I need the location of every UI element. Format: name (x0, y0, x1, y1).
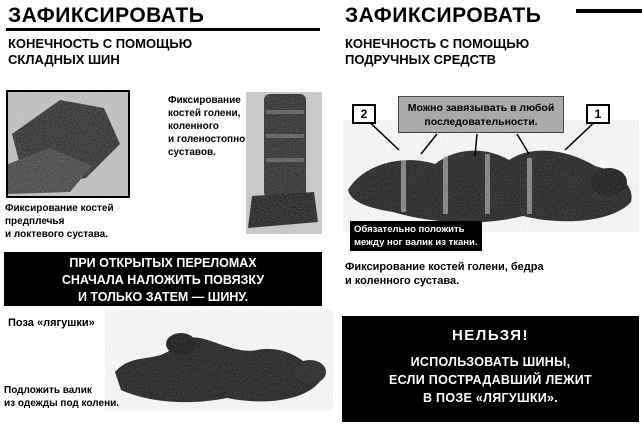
roller-caption: Подложить валик из одежды под колени. (4, 384, 119, 410)
roller-between-legs-note-line: Обязательно положить (354, 224, 465, 235)
forearm-caption: Фиксирование костей предплечья и локтево… (5, 202, 114, 241)
frog-pose-label: Поза «лягушки» (8, 317, 95, 329)
left-title-rule (6, 28, 320, 31)
shin-caption-line: суставов. (168, 147, 216, 158)
right-subtitle-line: ПОДРУЧНЫХ СРЕДСТВ (345, 52, 497, 67)
right-section-title: ЗАФИКСИРОВАТЬ (345, 4, 542, 27)
improvised-splint-caption-line: Фиксирование костей голени, бедра (345, 261, 544, 273)
right-top-rule (576, 9, 642, 13)
forbidden-title: НЕЛЬЗЯ! (451, 327, 530, 344)
right-subtitle-line: КОНЕЧНОСТЬ С ПОМОЩЬЮ (345, 36, 530, 51)
forbidden-text-line: В ПОЗЕ «ЛЯГУШКИ». (422, 391, 559, 405)
open-fracture-warning-banner: ПРИ ОТКРЫТЫХ ПЕРЕЛОМАХ СНАЧАЛА НАЛОЖИТЬ … (4, 252, 322, 306)
left-subtitle-line: СКЛАДНЫХ ШИН (8, 52, 120, 67)
shin-caption: Фиксирование костей голени, коленного и … (168, 94, 255, 159)
marker-2: 2 (352, 104, 376, 124)
tying-order-note: Можно завязывать в любой последовательно… (398, 96, 564, 133)
leg-splint-photo-art (246, 92, 322, 234)
roller-caption-line: Подложить валик (4, 385, 92, 396)
forearm-caption-line: предплечья (5, 216, 65, 227)
warning-line: ПРИ ОТКРЫТЫХ ПЕРЕЛОМАХ (69, 256, 257, 270)
forbidden-text: ИСПОЛЬЗОВАТЬ ШИНЫ, ЕСЛИ ПОСТРАДАВШИЙ ЛЕЖ… (342, 353, 639, 407)
forbidden-box: НЕЛЬЗЯ! ИСПОЛЬЗОВАТЬ ШИНЫ, ЕСЛИ ПОСТРАДА… (342, 316, 639, 422)
shin-caption-line: коленного (168, 121, 219, 132)
right-section-subtitle: КОНЕЧНОСТЬ С ПОМОЩЬЮ ПОДРУЧНЫХ СРЕДСТВ (345, 36, 529, 68)
forearm-splint-photo (6, 90, 130, 198)
forbidden-text-line: ИСПОЛЬЗОВАТЬ ШИНЫ, (410, 355, 571, 369)
tying-order-note-line: Можно завязывать в любой (407, 102, 555, 114)
frog-pose-photo (105, 310, 333, 410)
marker-1: 1 (586, 104, 610, 124)
left-section-title: ЗАФИКСИРОВАТЬ (8, 4, 205, 27)
forearm-splint-photo-art (8, 92, 128, 196)
shin-caption-line: Фиксирование (168, 95, 241, 106)
forearm-caption-line: Фиксирование костей (5, 203, 114, 214)
improvised-splint-caption: Фиксирование костей голени, бедра и коле… (345, 260, 544, 288)
improvised-splint-photo (343, 120, 639, 232)
roller-caption-line: из одежды под колени. (4, 398, 120, 409)
warning-line: И ТОЛЬКО ЗАТЕМ — ШИНУ. (77, 290, 249, 304)
forbidden-text-line: ЕСЛИ ПОСТРАДАВШИЙ ЛЕЖИТ (389, 373, 592, 387)
warning-line: СНАЧАЛА НАЛОЖИТЬ ПОВЯЗКУ (61, 273, 265, 287)
shin-caption-line: и голеностопного (168, 134, 256, 145)
forearm-caption-line: и локтевого сустава. (5, 229, 109, 240)
frog-pose-photo-art (105, 310, 333, 410)
shin-caption-line: костей голени, (168, 108, 241, 119)
leg-splint-photo (246, 92, 322, 234)
improvised-splint-photo-art (343, 120, 639, 232)
roller-between-legs-note-line: между ног валик из ткани. (354, 237, 478, 248)
left-subtitle-line: КОНЕЧНОСТЬ С ПОМОЩЬЮ (8, 36, 193, 51)
tying-order-note-line: последовательности. (424, 116, 538, 128)
improvised-splint-caption-line: и коленного сустава. (345, 275, 460, 287)
left-section-subtitle: КОНЕЧНОСТЬ С ПОМОЩЬЮ СКЛАДНЫХ ШИН (8, 36, 192, 68)
roller-between-legs-note: Обязательно положить между ног валик из … (350, 221, 482, 251)
